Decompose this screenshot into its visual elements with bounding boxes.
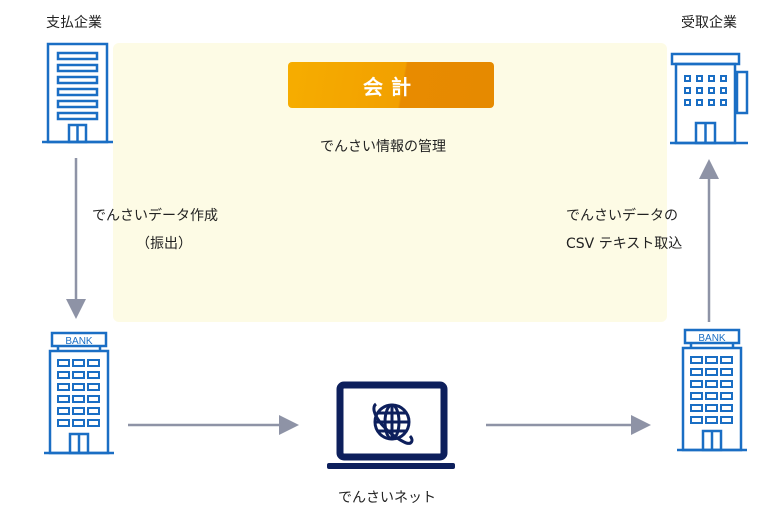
- bank-window: [690, 416, 703, 424]
- bank-window: [690, 356, 703, 364]
- bank-window: [57, 395, 70, 403]
- bank-window: [87, 407, 100, 415]
- bank-window: [57, 419, 70, 427]
- network-label: でんさいネット: [338, 490, 436, 506]
- bank-window: [720, 356, 733, 364]
- bank-window: [57, 407, 70, 415]
- bank-window: [87, 359, 100, 367]
- bank-window: [705, 368, 718, 376]
- bank-window: [72, 383, 85, 391]
- bank-window: [72, 395, 85, 403]
- right-step-line2: CSV テキスト取込: [566, 236, 683, 252]
- bank-window: [705, 416, 718, 424]
- bank-window: [72, 407, 85, 415]
- bank-left-icon: BANK: [44, 331, 114, 455]
- bank-window: [72, 359, 85, 367]
- bank-window: [720, 380, 733, 388]
- receiver-building-icon: [670, 52, 749, 145]
- bank-window: [72, 419, 85, 427]
- receiver-label: 受取企業: [681, 15, 737, 31]
- bank-window: [57, 371, 70, 379]
- payer-label: 支払企業: [46, 15, 102, 31]
- accounting-badge: 会計: [288, 62, 494, 108]
- right-step-line1: でんさいデータの: [566, 208, 678, 224]
- management-label: でんさい情報の管理: [320, 139, 446, 155]
- left-step-line2: （振出）: [136, 236, 192, 252]
- bank-window: [705, 404, 718, 412]
- left-step-line1: でんさいデータ作成: [92, 208, 218, 224]
- bank-window: [705, 356, 718, 364]
- bank-window: [87, 419, 100, 427]
- bank-window: [57, 359, 70, 367]
- bank-window: [57, 383, 70, 391]
- bank-window: [690, 392, 703, 400]
- payer-building-icon: [42, 42, 113, 144]
- bank-window: [720, 404, 733, 412]
- bank-window: [690, 404, 703, 412]
- laptop-globe-icon: [327, 381, 455, 469]
- bank-window: [720, 416, 733, 424]
- bank-right-icon: BANK: [677, 328, 747, 452]
- bank-window: [87, 371, 100, 379]
- bank-window: [72, 371, 85, 379]
- bank-left-sign: BANK: [65, 336, 93, 347]
- bank-window: [705, 380, 718, 388]
- bank-window: [720, 368, 733, 376]
- bank-right-sign: BANK: [698, 333, 726, 344]
- bank-window: [705, 392, 718, 400]
- bank-window: [87, 383, 100, 391]
- bank-window: [690, 380, 703, 388]
- bank-window: [690, 368, 703, 376]
- bank-window: [720, 392, 733, 400]
- bank-window: [87, 395, 100, 403]
